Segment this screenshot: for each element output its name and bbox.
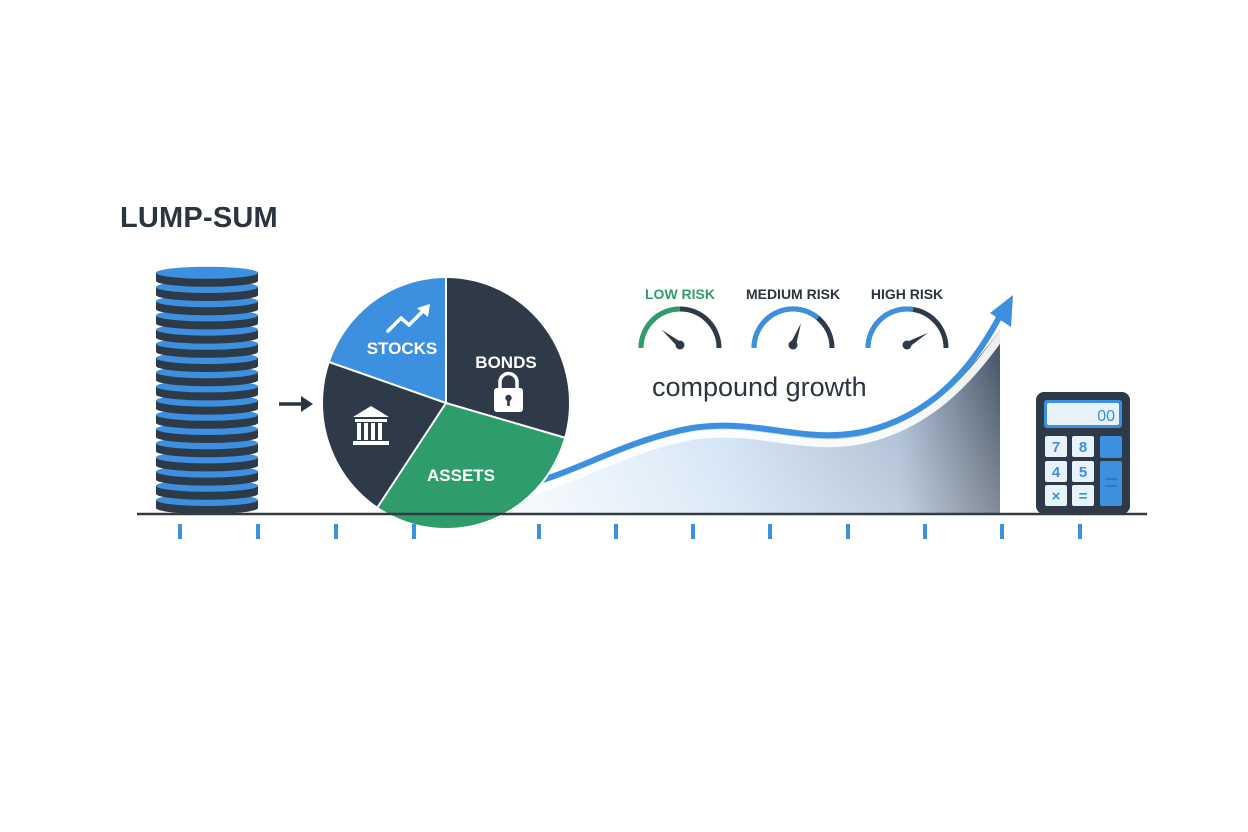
- pie-label-stocks: STOCKS: [367, 339, 438, 358]
- calculator-key-label: 7: [1052, 439, 1060, 456]
- growth-caption: compound growth: [652, 372, 867, 402]
- calculator-key-label: =: [1079, 488, 1088, 505]
- axis-tick: [334, 524, 338, 539]
- axis-tick: [1078, 524, 1082, 539]
- gauge-label: MEDIUM RISK: [746, 286, 840, 302]
- axis-tick: [412, 524, 416, 539]
- axis-tick: [691, 524, 695, 539]
- pie-slice-institutions: [322, 362, 446, 508]
- calculator-key: ×: [1045, 485, 1067, 506]
- calculator-key-label: 5: [1079, 464, 1087, 481]
- timeline-axis: [137, 512, 1147, 539]
- calculator-key: 4: [1045, 461, 1067, 482]
- bank-building-icon: [353, 406, 389, 445]
- calculator-key: 5: [1072, 461, 1094, 482]
- padlock-icon: [494, 371, 523, 412]
- risk-gauge: MEDIUM RISK: [746, 286, 840, 350]
- pie-slice-assets: [377, 403, 566, 530]
- pie-label-bonds: BONDS: [475, 353, 536, 372]
- growth-chart: [505, 295, 1013, 514]
- calculator-key-label: ×: [1052, 488, 1061, 505]
- calculator-key-label: 8: [1079, 439, 1087, 456]
- growth-curve-shadow: [516, 326, 1009, 498]
- diagram-title: LUMP-SUM: [120, 202, 278, 234]
- pie-label-assets: ASSETS: [427, 466, 495, 485]
- allocation-pie: STOCKS BONDS ASSETS: [321, 276, 571, 530]
- calculator-display: 00: [1097, 408, 1115, 425]
- axis-tick: [256, 524, 260, 539]
- flow-arrow: [279, 396, 313, 412]
- axis-tick: [614, 524, 618, 539]
- gauge-label: HIGH RISK: [871, 286, 943, 302]
- axis-tick: [768, 524, 772, 539]
- growth-area-highlight: [505, 330, 1000, 514]
- axis-tick: [846, 524, 850, 539]
- axis-tick: [537, 524, 541, 539]
- axis-tick: [1000, 524, 1004, 539]
- pie-slice-bonds: [446, 276, 571, 438]
- gauge-label: LOW RISK: [645, 286, 715, 302]
- risk-gauges: LOW RISK MEDIUM RISK HIGH RISK: [638, 286, 949, 350]
- calculator-key-label: 4: [1052, 464, 1061, 481]
- axis-tick: [923, 524, 927, 539]
- axis-tick: [178, 524, 182, 539]
- calculator-icon: 00 7 8 4 5 × =: [1036, 392, 1130, 514]
- coin: [156, 266, 258, 287]
- risk-gauge: HIGH RISK: [865, 286, 949, 350]
- risk-gauge: LOW RISK: [638, 286, 722, 350]
- calculator-key: =: [1072, 485, 1094, 506]
- coin-stack: [156, 266, 258, 514]
- growth-arrowhead: [990, 295, 1013, 327]
- growth-curve: [517, 309, 1005, 489]
- calculator-key: 8: [1072, 436, 1094, 457]
- trend-up-icon: [386, 304, 430, 333]
- calculator-key: 7: [1045, 436, 1067, 457]
